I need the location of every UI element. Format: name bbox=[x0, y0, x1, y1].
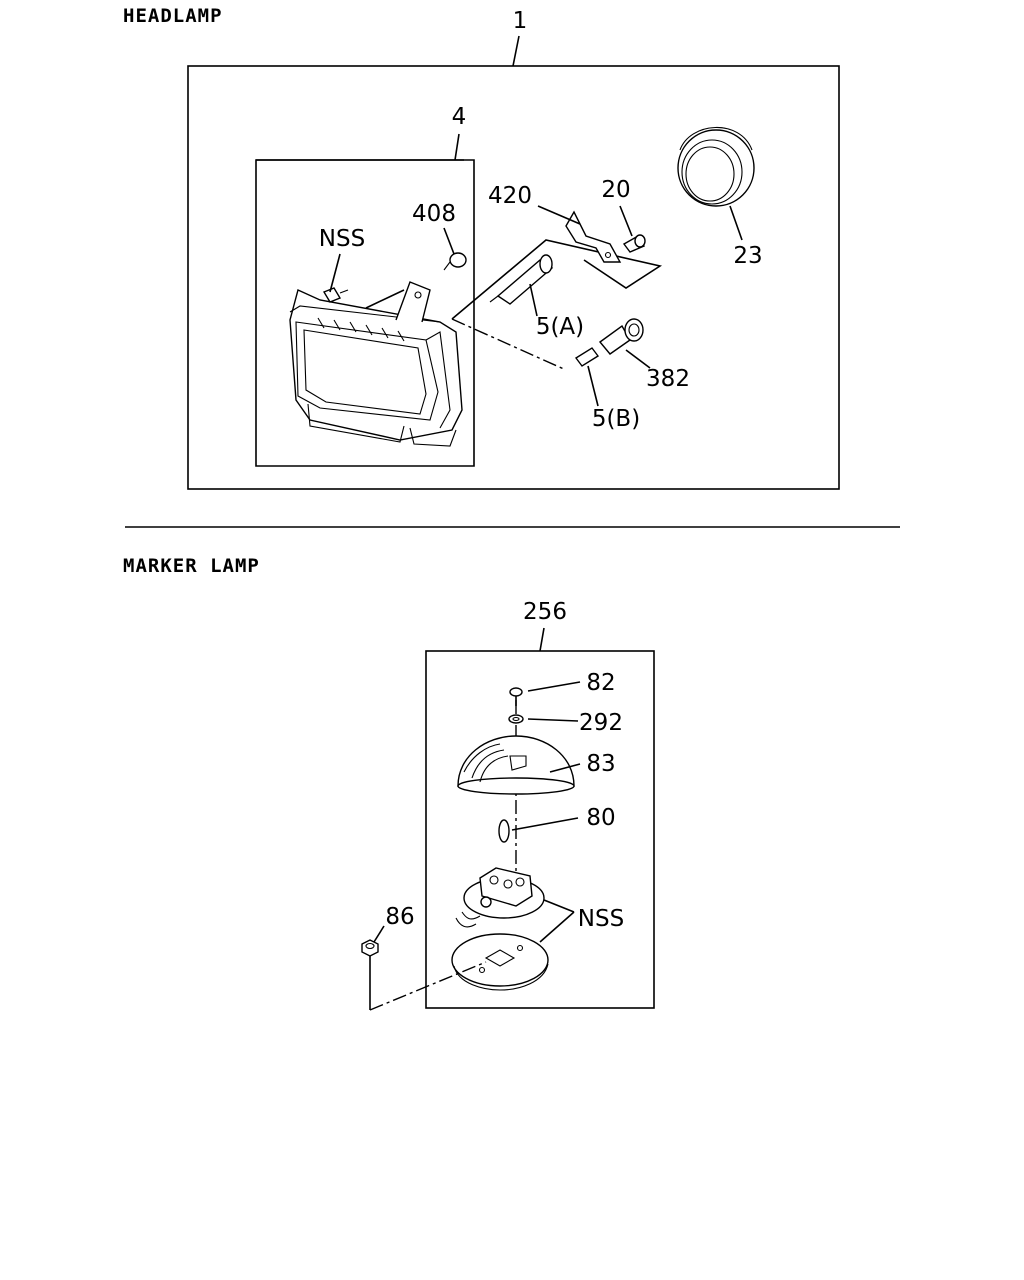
part-23-ring bbox=[677, 127, 755, 207]
bulb-axis-line bbox=[451, 318, 567, 371]
part-5a-bulb bbox=[489, 254, 554, 305]
callout-420-leader bbox=[537, 205, 581, 225]
callout-292[interactable]: 292 bbox=[579, 710, 623, 736]
callout-1[interactable]: 1 bbox=[513, 8, 528, 34]
part-82-screw bbox=[509, 687, 523, 706]
part-86-nut bbox=[361, 939, 379, 957]
part-420-bracket bbox=[565, 210, 622, 263]
headlamp-housing bbox=[289, 281, 463, 447]
part-382-socket bbox=[598, 318, 644, 355]
callout-5a[interactable]: 5(A) bbox=[536, 314, 584, 340]
marker-lamp-diagram: 256 82 292 bbox=[361, 599, 655, 1011]
part-292-washer bbox=[508, 714, 524, 724]
callout-256[interactable]: 256 bbox=[523, 599, 567, 625]
marker-lamp-mounting-plate bbox=[451, 933, 549, 991]
part-20-screw bbox=[622, 234, 646, 253]
callout-4[interactable]: 4 bbox=[452, 104, 467, 130]
callout-82-leader bbox=[527, 681, 581, 692]
nut-axis-diagonal bbox=[369, 961, 487, 1011]
part-408-cap bbox=[443, 252, 467, 271]
marker-nss-leader-lower bbox=[539, 911, 575, 943]
callout-382[interactable]: 382 bbox=[646, 366, 690, 392]
part-5b-bulb bbox=[574, 347, 600, 367]
callout-80-leader bbox=[511, 817, 579, 831]
headlamp-section-title: HEADLAMP bbox=[123, 5, 223, 27]
callout-headlamp-nss[interactable]: NSS bbox=[319, 226, 365, 252]
callout-1-leader bbox=[512, 35, 520, 67]
callout-382-leader bbox=[625, 349, 651, 369]
callout-86-leader bbox=[373, 925, 385, 943]
callout-20[interactable]: 20 bbox=[601, 177, 630, 203]
callout-4-leader bbox=[454, 133, 460, 161]
callout-292-leader bbox=[527, 718, 579, 722]
bulb-group-outline bbox=[451, 239, 663, 320]
callout-83[interactable]: 83 bbox=[586, 751, 615, 777]
callout-408-leader bbox=[443, 227, 455, 255]
callout-420[interactable]: 420 bbox=[488, 183, 532, 209]
marker-nss-leader-upper bbox=[543, 899, 575, 913]
headlamp-nss-leader bbox=[329, 253, 341, 293]
headlamp-assembly-box bbox=[187, 65, 840, 490]
part-83-lens bbox=[457, 735, 575, 795]
callout-5b[interactable]: 5(B) bbox=[592, 406, 640, 432]
callout-86[interactable]: 86 bbox=[385, 904, 414, 930]
callout-5a-leader bbox=[529, 283, 538, 317]
callout-83-leader bbox=[549, 763, 581, 773]
callout-80[interactable]: 80 bbox=[586, 805, 615, 831]
part-80-bulb bbox=[498, 819, 510, 843]
callout-marker-nss[interactable]: NSS bbox=[578, 906, 624, 932]
marker-lamp-base bbox=[455, 867, 545, 928]
callout-408[interactable]: 408 bbox=[412, 201, 456, 227]
callout-5b-leader bbox=[587, 365, 599, 407]
callout-82[interactable]: 82 bbox=[586, 670, 615, 696]
marker-lamp-section-title: MARKER LAMP bbox=[123, 555, 260, 577]
headlamp-diagram: 1 4 bbox=[187, 8, 840, 490]
callout-20-leader bbox=[619, 205, 633, 237]
callout-23-leader bbox=[729, 205, 743, 241]
headlamp-unit-box bbox=[255, 159, 475, 467]
callout-256-leader bbox=[539, 627, 545, 652]
callout-23[interactable]: 23 bbox=[733, 243, 762, 269]
